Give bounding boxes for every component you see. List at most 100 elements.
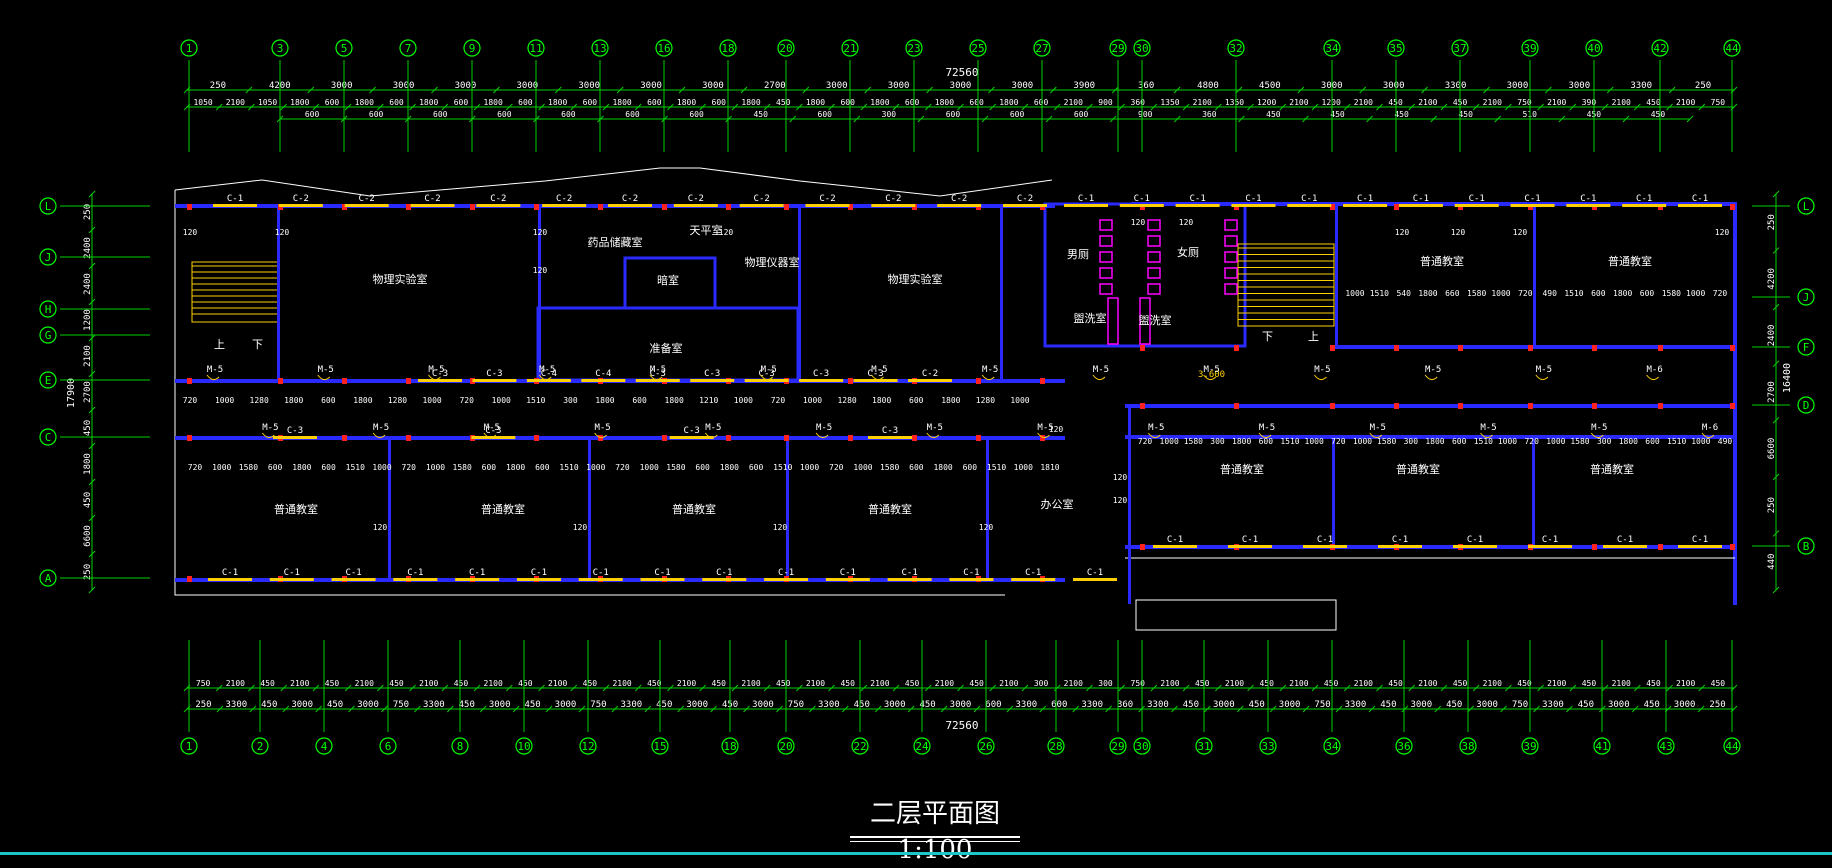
dim-top-1-value: 3000 xyxy=(455,81,477,91)
corridor-south-wall xyxy=(175,436,1065,440)
dim-top-1-tick xyxy=(245,86,253,94)
axis-top-13-label: 13 xyxy=(593,42,606,55)
corridor-north-tag: C-3 xyxy=(759,369,775,379)
dim-bottom-1-tick xyxy=(1505,684,1512,692)
column xyxy=(187,435,192,441)
corridor-north-tag: C-3 xyxy=(650,369,666,379)
axis-right-J-circle xyxy=(1797,288,1815,306)
door-swing xyxy=(1424,374,1438,381)
column xyxy=(1394,204,1399,210)
dim-left-tick xyxy=(88,370,96,378)
column xyxy=(1592,345,1597,351)
north-window xyxy=(542,204,587,207)
dim-left-tick xyxy=(88,478,96,486)
dim-bottom-1-value: 2100 xyxy=(1064,679,1083,688)
dim-top-1-value: 3300 xyxy=(1445,81,1467,91)
south-window xyxy=(331,578,376,581)
classroom-dim: 1580 xyxy=(239,463,258,472)
axis-bottom-26-label: 26 xyxy=(979,740,992,753)
dim-top-2-value: 2100 xyxy=(1064,98,1083,107)
axis-bottom-26-circle xyxy=(977,737,995,755)
corridor-north-window xyxy=(744,379,789,382)
dim-bottom-1-value: 2100 xyxy=(1160,679,1179,688)
wall-thickness: 120 xyxy=(275,228,290,237)
dim-bottom-1-value: 450 xyxy=(454,679,469,688)
axis-bottom-8-label: 8 xyxy=(457,740,464,753)
wash-basin xyxy=(1139,297,1151,345)
dim-top-2-tick xyxy=(634,103,642,111)
dim-top-2-value: 750 xyxy=(1711,98,1726,107)
dim-top-2-value: 360 xyxy=(1131,98,1146,107)
axis-bottom-34-circle xyxy=(1323,737,1341,755)
corridor-north-window xyxy=(635,379,680,382)
toilet-stall xyxy=(1224,267,1238,279)
dim-bottom-2-tick xyxy=(1269,705,1277,713)
dim-top-2-tick xyxy=(1150,103,1158,111)
room-wash-f: 盥洗室 xyxy=(1139,313,1172,327)
dim-bottom-1-tick xyxy=(1279,684,1287,692)
south-east-tag: C-1 xyxy=(1392,535,1408,545)
dim-top-1-value: 360 xyxy=(1138,81,1154,91)
axis-bottom-10-circle xyxy=(515,737,533,755)
corridor-dim: 1280 xyxy=(976,396,995,405)
axis-bottom-20-circle xyxy=(777,737,795,755)
dim-top-2-value: 1800 xyxy=(355,98,374,107)
dim-top-2-value: 2100 xyxy=(1547,98,1566,107)
south-east-tag: C-1 xyxy=(1242,535,1258,545)
axis-bottom-22-label: 22 xyxy=(853,740,866,753)
axis-left-A-label: A xyxy=(45,572,52,585)
dim-top-1-value: 3000 xyxy=(1568,81,1590,91)
corridor-north-window xyxy=(526,379,571,382)
axis-top-23-circle xyxy=(905,39,923,57)
wall-thickness: 120 xyxy=(1049,425,1064,434)
column xyxy=(726,435,731,441)
wall-thickness: 120 xyxy=(1715,228,1730,237)
classroom-dim: 600 xyxy=(482,463,497,472)
east-dim: 600 xyxy=(1645,437,1660,446)
north-window xyxy=(278,204,323,207)
south-window xyxy=(949,578,994,581)
corridor-south-tag: C-3 xyxy=(485,426,501,436)
dim-bottom-2-value: 450 xyxy=(459,700,475,710)
south-window xyxy=(208,578,252,581)
north-tag: C-1 xyxy=(227,194,243,204)
column xyxy=(976,435,981,441)
axis-bottom-41-label: 41 xyxy=(1595,740,1608,753)
wall-thickness: 120 xyxy=(1113,496,1128,505)
dim-top-1-tick xyxy=(740,86,748,94)
axis-bottom-33-label: 33 xyxy=(1261,740,1274,753)
dim-top-2-tick xyxy=(1601,103,1609,111)
classroom-dim: 720 xyxy=(829,463,844,472)
south-tag: C-1 xyxy=(1025,568,1041,578)
dim-bottom-1-value: 2100 xyxy=(612,679,631,688)
dim-top-2-tick xyxy=(409,103,416,111)
axis-bottom-1-label: 1 xyxy=(186,740,193,753)
south-tag: C-1 xyxy=(284,568,300,578)
dim-top-1-tick xyxy=(1359,86,1367,94)
door-swing xyxy=(1480,432,1493,439)
dim-left-value: 1200 xyxy=(83,309,93,331)
axis-left-G-label: G xyxy=(45,329,52,342)
dim-top-2-value: 1800 xyxy=(419,98,438,107)
north-east-tag: C-1 xyxy=(1190,194,1206,204)
north-window xyxy=(608,204,652,207)
axis-top-30-label: 30 xyxy=(1135,42,1148,55)
axis-left-C-label: C xyxy=(45,431,52,444)
corridor-dim: 1800 xyxy=(665,396,684,405)
column xyxy=(1394,403,1399,409)
classroom-dim: 600 xyxy=(963,463,978,472)
east-dim: 720 xyxy=(1331,437,1346,446)
axis-bottom-30-label: 30 xyxy=(1135,740,1148,753)
axis-right-B-circle xyxy=(1797,537,1815,555)
axis-bottom-29-circle xyxy=(1109,737,1127,755)
column xyxy=(406,204,411,210)
column xyxy=(662,204,667,210)
dim-top-3-value: 600 xyxy=(1074,110,1089,119)
corridor-dim: 600 xyxy=(321,396,336,405)
dim-bottom-1-tick xyxy=(924,684,932,692)
door-tag: M-5 xyxy=(1591,423,1607,433)
dim-top-3-value: 360 xyxy=(1202,110,1217,119)
corridor-dim: 300 xyxy=(563,396,578,405)
